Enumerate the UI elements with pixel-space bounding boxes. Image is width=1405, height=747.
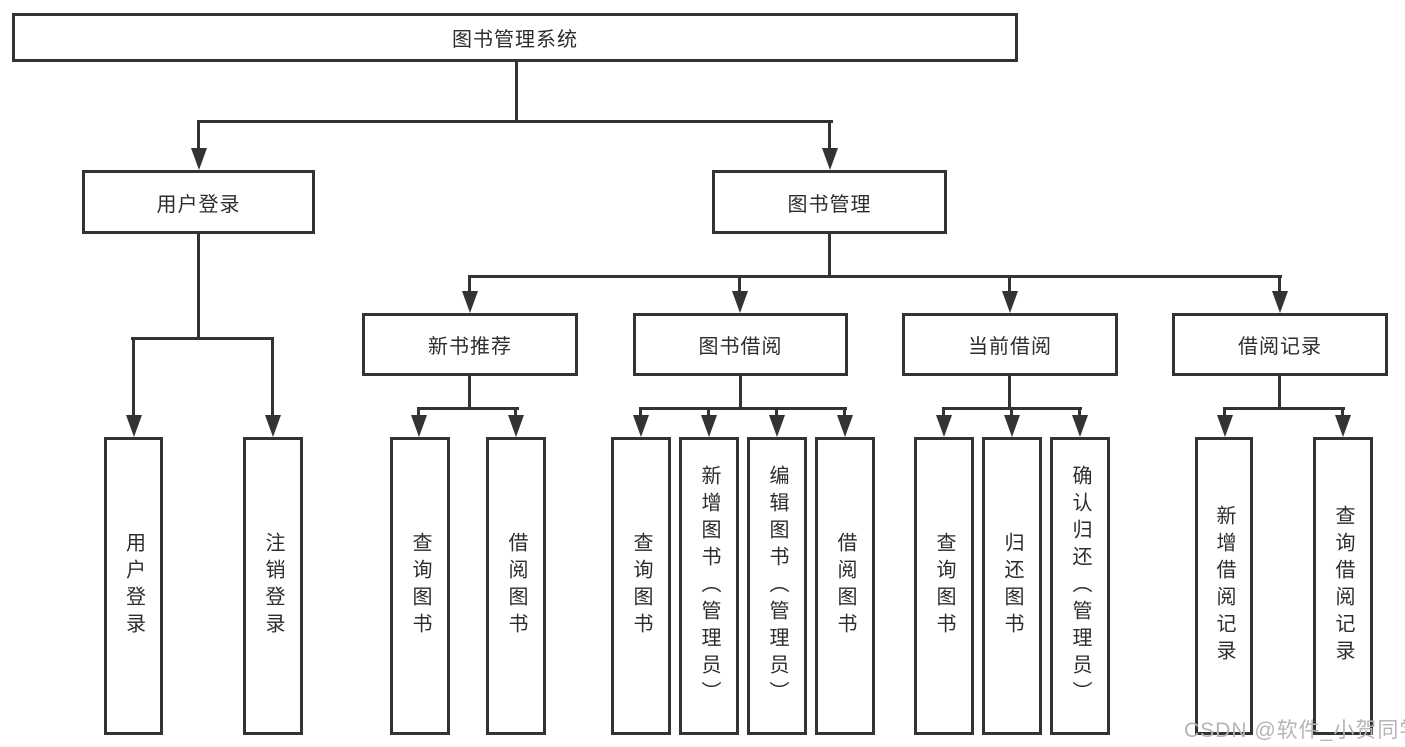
connector-line	[828, 120, 831, 150]
connector-line	[1341, 407, 1344, 417]
node-label: 新增图书（管理员）	[698, 464, 720, 708]
node-label: 查询图书	[630, 532, 652, 640]
connector-line	[1223, 407, 1345, 410]
node-label: 新增借阅记录	[1213, 505, 1235, 667]
connector-line	[738, 275, 741, 293]
leaf-current-confirm-return-admin: 确认归还（管理员）	[1050, 437, 1110, 735]
connector-line	[843, 407, 846, 417]
node-book-borrow: 图书借阅	[633, 313, 848, 376]
connector-line	[515, 60, 518, 122]
connector-line	[1008, 275, 1011, 293]
leaf-recommend-borrow-book: 借阅图书	[486, 437, 546, 735]
node-label: 用户登录	[122, 532, 145, 640]
arrowhead-down-icon	[837, 415, 853, 437]
node-label: 查询图书	[409, 532, 431, 640]
connector-line	[739, 375, 742, 410]
connector-line	[639, 407, 847, 410]
leaf-borrow-query-book: 查询图书	[611, 437, 671, 735]
connector-line	[828, 233, 831, 278]
leaf-records-query-record: 查询借阅记录	[1313, 437, 1373, 735]
arrowhead-down-icon	[633, 415, 649, 437]
arrowhead-down-icon	[936, 415, 952, 437]
arrowhead-down-icon	[265, 415, 281, 437]
arrowhead-down-icon	[1217, 415, 1233, 437]
node-root: 图书管理系统	[12, 13, 1018, 62]
node-new-book-recommend: 新书推荐	[362, 313, 578, 376]
leaf-current-return-book: 归还图书	[982, 437, 1042, 735]
connector-line	[639, 407, 642, 417]
node-label: 查询借阅记录	[1332, 505, 1354, 667]
arrowhead-down-icon	[1004, 415, 1020, 437]
connector-line	[1278, 375, 1281, 410]
arrowhead-down-icon	[1272, 291, 1288, 313]
arrowhead-down-icon	[732, 291, 748, 313]
connector-line	[775, 407, 778, 417]
arrowhead-down-icon	[1335, 415, 1351, 437]
node-label: 借阅图书	[505, 532, 527, 640]
node-label: 归还图书	[1001, 532, 1023, 640]
node-label: 查询图书	[933, 532, 955, 640]
arrowhead-down-icon	[1072, 415, 1088, 437]
connector-line	[468, 275, 1282, 278]
connector-line	[197, 120, 833, 123]
arrowhead-down-icon	[462, 291, 478, 313]
connector-line	[197, 120, 200, 150]
connector-line	[417, 407, 420, 417]
connector-line	[417, 407, 519, 410]
connector-line	[1078, 407, 1081, 417]
node-label: 图书借阅	[698, 336, 783, 358]
connector-line	[942, 407, 945, 417]
node-label: 编辑图书（管理员）	[766, 464, 788, 708]
connector-line	[132, 337, 135, 417]
csdn-watermark: CSDN @软件_小贺同学	[1184, 719, 1405, 742]
node-book-management: 图书管理	[712, 170, 947, 234]
connector-line	[197, 233, 200, 339]
leaf-user-login: 用户登录	[104, 437, 163, 735]
leaf-logout: 注销登录	[243, 437, 303, 735]
leaf-borrow-edit-book-admin: 编辑图书（管理员）	[747, 437, 807, 735]
leaf-borrow-add-book-admin: 新增图书（管理员）	[679, 437, 739, 735]
node-user-login: 用户登录	[82, 170, 315, 234]
leaf-borrow-borrow-book: 借阅图书	[815, 437, 875, 735]
arrowhead-down-icon	[822, 148, 838, 170]
connector-line	[1008, 375, 1011, 410]
arrowhead-down-icon	[411, 415, 427, 437]
arrowhead-down-icon	[126, 415, 142, 437]
leaf-recommend-query-book: 查询图书	[390, 437, 450, 735]
node-label: 新书推荐	[428, 336, 512, 358]
leaf-records-add-record: 新增借阅记录	[1195, 437, 1253, 735]
node-label: 图书管理	[787, 193, 872, 216]
node-label: 确认归还（管理员）	[1069, 464, 1091, 708]
connector-line	[468, 375, 471, 410]
connector-line	[468, 275, 471, 293]
node-label: 注销登录	[262, 532, 284, 640]
connector-line	[271, 337, 274, 417]
node-label: 当前借阅	[968, 336, 1052, 358]
node-current-borrow: 当前借阅	[902, 313, 1118, 376]
node-label: 用户登录	[156, 193, 241, 216]
arrowhead-down-icon	[1002, 291, 1018, 313]
connector-line	[1010, 407, 1013, 417]
node-borrow-records: 借阅记录	[1172, 313, 1388, 376]
node-label: 图书管理系统	[452, 29, 578, 51]
node-label: 借阅记录	[1238, 336, 1322, 358]
arrowhead-down-icon	[701, 415, 717, 437]
arrowhead-down-icon	[191, 148, 207, 170]
connector-line	[707, 407, 710, 417]
arrowhead-down-icon	[508, 415, 524, 437]
leaf-current-query-book: 查询图书	[914, 437, 974, 735]
connector-line	[131, 337, 274, 340]
connector-line	[1223, 407, 1226, 417]
connector-line	[514, 407, 517, 417]
node-label: 借阅图书	[834, 532, 856, 640]
arrowhead-down-icon	[769, 415, 785, 437]
connector-line	[1278, 275, 1281, 293]
